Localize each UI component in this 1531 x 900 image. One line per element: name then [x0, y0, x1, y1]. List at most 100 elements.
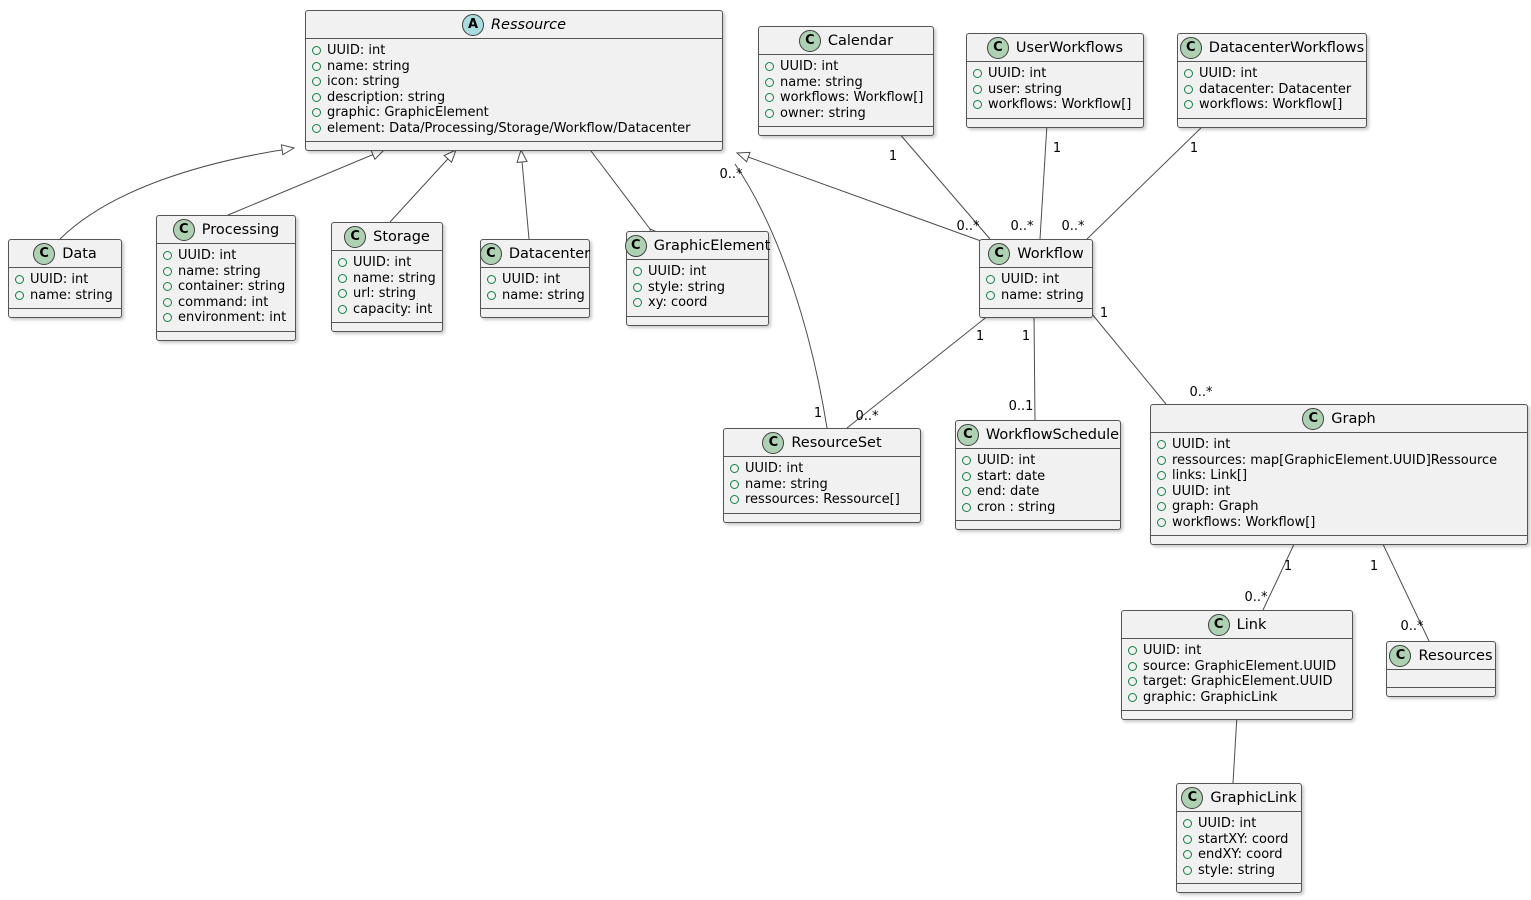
attribute-text: name: string	[30, 287, 113, 303]
attribute-text: UUID: int	[780, 59, 839, 74]
class-name: Ressource	[490, 16, 567, 33]
field-visibility-icon	[312, 108, 321, 118]
field-visibility-icon	[1183, 865, 1192, 875]
class-methods-compartment	[967, 119, 1143, 127]
multiplicity-label: 0..1	[1009, 399, 1034, 414]
attribute-text: style: string	[1198, 862, 1276, 878]
edge-graph-resources	[1373, 526, 1430, 642]
class-title-bar: C Graph	[1151, 405, 1527, 433]
attribute: user: string	[973, 82, 1135, 98]
class-name: ResourceSet	[791, 434, 882, 451]
attribute-text: UUID: int	[178, 248, 237, 263]
field-visibility-icon	[312, 92, 321, 102]
attribute: UUID: int	[1157, 437, 1519, 453]
class-icon: C	[956, 423, 979, 446]
attribute-text: start: date	[977, 468, 1046, 484]
multiplicity-label: 0..*	[1061, 219, 1085, 234]
class-icon: C	[988, 242, 1011, 265]
class-title-bar: C Calendar	[759, 27, 933, 55]
class-icon: C	[1389, 644, 1412, 667]
class-methods-compartment	[980, 309, 1092, 317]
class-methods-compartment	[306, 142, 722, 150]
edge-workflow-workflowschedule	[1029, 299, 1039, 421]
attribute: UUID: int	[1157, 484, 1519, 500]
class-methods-compartment	[157, 332, 295, 340]
edge-graphicelement-ressource	[587, 146, 660, 241]
attribute-text: cron : string	[977, 499, 1056, 515]
attribute-text: container: string	[178, 279, 286, 294]
attribute-text: UUID: int	[1172, 437, 1231, 452]
attribute: UUID: int	[312, 43, 714, 59]
field-visibility-icon	[962, 471, 971, 481]
multiplicity-label: 1	[889, 149, 897, 164]
attribute-text: UUID: int	[977, 453, 1036, 468]
attribute: start: date	[962, 469, 1112, 485]
attribute: url: string	[338, 286, 434, 302]
class-methods-compartment	[1387, 688, 1495, 696]
class-methods-compartment	[1178, 119, 1366, 127]
edge-processing-extends-ressource	[227, 149, 386, 216]
attribute: style: string	[1183, 863, 1293, 879]
attribute: end: date	[962, 484, 1112, 500]
attribute: links: Link[]	[1157, 468, 1519, 484]
class-name: GraphicElement	[653, 237, 771, 254]
class-attributes	[1387, 670, 1495, 688]
field-visibility-icon	[312, 123, 321, 133]
field-visibility-icon	[163, 266, 172, 276]
attribute: graphic: GraphicLink	[1128, 690, 1344, 706]
field-visibility-icon	[765, 62, 774, 72]
field-visibility-icon	[1128, 677, 1137, 687]
attribute: UUID: int	[1184, 66, 1358, 82]
class-name: Storage	[373, 228, 430, 245]
class-name: Calendar	[827, 32, 894, 49]
class-title-bar: C WorkflowSchedule	[956, 421, 1120, 449]
edge-link-graphiclink	[1232, 714, 1238, 784]
attribute-text: description: string	[327, 89, 446, 105]
field-visibility-icon	[962, 502, 971, 512]
attribute: workflows: Workflow[]	[973, 97, 1135, 113]
attribute-text: UUID: int	[648, 264, 707, 279]
field-visibility-icon	[1157, 471, 1166, 481]
attribute: UUID: int	[973, 66, 1135, 82]
class-name: UserWorkflows	[1015, 39, 1124, 56]
field-visibility-icon	[633, 298, 642, 308]
class-title-bar: C Processing	[157, 216, 295, 244]
attribute: cron : string	[962, 500, 1112, 516]
attribute-text: startXY: coord	[1198, 831, 1289, 847]
edge-userworkflows-workflow	[1039, 109, 1052, 240]
class-name: WorkflowSchedule	[985, 426, 1120, 443]
field-visibility-icon	[487, 290, 496, 300]
attribute-text: workflows: Workflow[]	[1199, 97, 1343, 112]
attribute: xy: coord	[633, 295, 760, 311]
attribute: icon: string	[312, 74, 714, 90]
attribute-text: ressources: Ressource[]	[745, 492, 900, 507]
class-icon: C	[1181, 786, 1204, 809]
attribute: endXY: coord	[1183, 847, 1293, 863]
multiplicity-label: 0..*	[1244, 590, 1268, 605]
attribute: workflows: Workflow[]	[765, 90, 925, 106]
attribute: UUID: int	[962, 453, 1112, 469]
class-name: Workflow	[1017, 245, 1084, 262]
attribute-text: xy: coord	[648, 295, 708, 310]
attribute-text: graph: Graph	[1172, 499, 1259, 514]
attribute: name: string	[15, 288, 113, 304]
attribute-text: links: Link[]	[1172, 468, 1248, 483]
field-visibility-icon	[1183, 850, 1192, 860]
field-visibility-icon	[163, 251, 172, 261]
attribute: UUID: int	[633, 264, 760, 280]
attribute-text: environment: int	[178, 310, 287, 325]
class-name: Graph	[1331, 410, 1376, 427]
field-visibility-icon	[1184, 100, 1193, 110]
class-methods-compartment	[1122, 711, 1352, 719]
field-visibility-icon	[163, 282, 172, 292]
attribute-text: end: date	[977, 484, 1040, 499]
attribute: ressources: Ressource[]	[730, 492, 912, 508]
field-visibility-icon	[1184, 69, 1193, 79]
